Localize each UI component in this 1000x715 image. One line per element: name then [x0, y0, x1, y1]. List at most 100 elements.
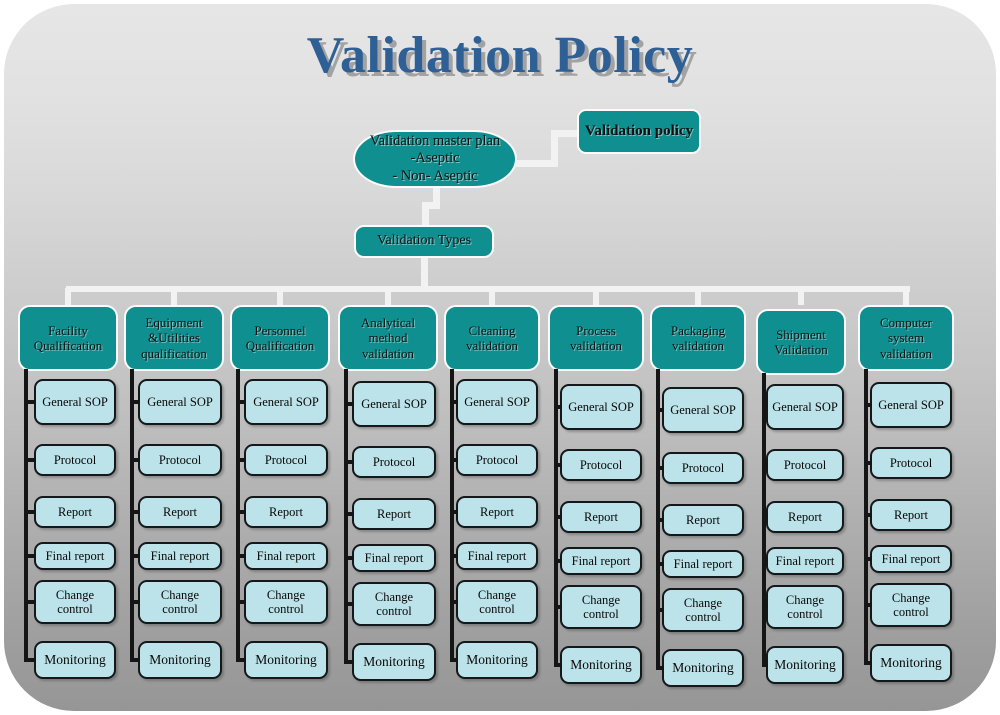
leaf-box[interactable]: Final report — [352, 544, 436, 572]
leaf-box[interactable]: Protocol — [244, 444, 328, 476]
connector-bus-to-analytical-method-validation — [385, 288, 391, 305]
leaf-box[interactable]: Monitoring — [352, 643, 436, 681]
leaf-box[interactable]: Protocol — [456, 444, 538, 476]
leaf-box[interactable]: General SOP — [766, 384, 844, 430]
connector-bus-to-packaging-validation — [695, 288, 701, 305]
leaf-label: Monitoring — [44, 652, 106, 668]
leaf-label: control — [57, 602, 93, 616]
leaf-label: Protocol — [889, 456, 933, 470]
leaf-box[interactable]: Report — [766, 501, 844, 533]
leaf-box[interactable]: Final report — [138, 542, 222, 570]
leaf-box[interactable]: Report — [456, 496, 538, 528]
leaf-box[interactable]: General SOP — [662, 387, 744, 433]
leaf-box[interactable]: Final report — [870, 545, 952, 573]
leaf-box[interactable]: General SOP — [870, 382, 952, 428]
leaf-box[interactable]: Report — [138, 496, 222, 528]
category-header-line: validation — [362, 345, 414, 361]
connector-trunk-analytical-method-validation — [344, 369, 348, 662]
leaf-label: Change — [55, 588, 95, 602]
leaf-box[interactable]: General SOP — [456, 379, 538, 425]
leaf-label: Report — [583, 510, 619, 524]
leaf-box[interactable]: Final report — [560, 547, 642, 575]
connector-stub — [656, 518, 664, 522]
node-validation-master-plan[interactable]: Validation master plan -Aseptic - Non- A… — [353, 130, 517, 188]
leaf-label: Report — [57, 505, 93, 519]
leaf-box[interactable]: General SOP — [138, 379, 222, 425]
connector-stub — [450, 510, 458, 514]
leaf-box[interactable]: Protocol — [870, 447, 952, 479]
leaf-box[interactable]: Monitoring — [766, 646, 844, 684]
connector-stub — [130, 510, 140, 514]
leaf-box[interactable]: Final report — [662, 550, 744, 578]
leaf-box[interactable]: Protocol — [560, 449, 642, 481]
category-header-line: Process — [576, 322, 616, 338]
leaf-box[interactable]: Report — [560, 501, 642, 533]
connector-stub — [864, 661, 872, 665]
connector-stub — [236, 658, 246, 662]
connector-masterplan-to-types-vertical-2 — [422, 202, 429, 228]
leaf-box[interactable]: Final report — [34, 542, 116, 570]
category-header-line: &Utilities — [147, 330, 200, 346]
leaf-box[interactable]: Monitoring — [560, 646, 642, 684]
leaf-box[interactable]: Report — [244, 496, 328, 528]
leaf-box[interactable]: Report — [34, 496, 116, 528]
leaf-box[interactable]: Monitoring — [244, 641, 328, 679]
leaf-label: General SOP — [568, 400, 634, 414]
leaf-box[interactable]: General SOP — [560, 384, 642, 430]
leaf-box[interactable]: Report — [352, 498, 436, 530]
leaf-box[interactable]: Protocol — [34, 444, 116, 476]
leaf-box[interactable]: General SOP — [352, 381, 436, 427]
leaf-box[interactable]: Report — [662, 504, 744, 536]
validation-policy-label: Validation policy — [584, 122, 694, 139]
node-validation-policy[interactable]: Validation policy — [577, 109, 701, 154]
leaf-label: Protocol — [681, 461, 725, 475]
leaf-box[interactable]: Monitoring — [456, 641, 538, 679]
leaf-label: General SOP — [670, 403, 736, 417]
leaf-box[interactable]: Final report — [456, 542, 538, 570]
leaf-label: Change — [683, 596, 723, 610]
leaf-box[interactable]: Final report — [766, 547, 844, 575]
node-validation-types[interactable]: Validation Types — [354, 225, 494, 258]
leaf-box[interactable]: Final report — [244, 542, 328, 570]
leaf-box[interactable]: Protocol — [352, 446, 436, 478]
connector-trunk-shipment-validation — [762, 373, 766, 665]
connector-stub — [450, 658, 458, 662]
connector-stub — [656, 562, 664, 566]
connector-bus-to-shipment-validation — [798, 288, 804, 305]
leaf-box[interactable]: Monitoring — [870, 644, 952, 682]
connector-stub — [236, 458, 246, 462]
leaf-label: control — [685, 610, 721, 624]
leaf-label: Protocol — [579, 458, 623, 472]
leaf-box[interactable]: Report — [870, 499, 952, 531]
leaf-box[interactable]: Monitoring — [34, 641, 116, 679]
connector-types-to-bus-vertical — [421, 256, 428, 292]
connector-stub — [344, 660, 354, 664]
leaf-box[interactable]: Protocol — [662, 452, 744, 484]
leaf-box[interactable]: Monitoring — [662, 649, 744, 687]
leaf-box[interactable]: Protocol — [766, 449, 844, 481]
leaf-box[interactable]: General SOP — [34, 379, 116, 425]
leaf-label: Report — [268, 505, 304, 519]
leaf-box[interactable]: Monitoring — [138, 641, 222, 679]
leaf-box[interactable]: Protocol — [138, 444, 222, 476]
leaf-box[interactable]: General SOP — [244, 379, 328, 425]
